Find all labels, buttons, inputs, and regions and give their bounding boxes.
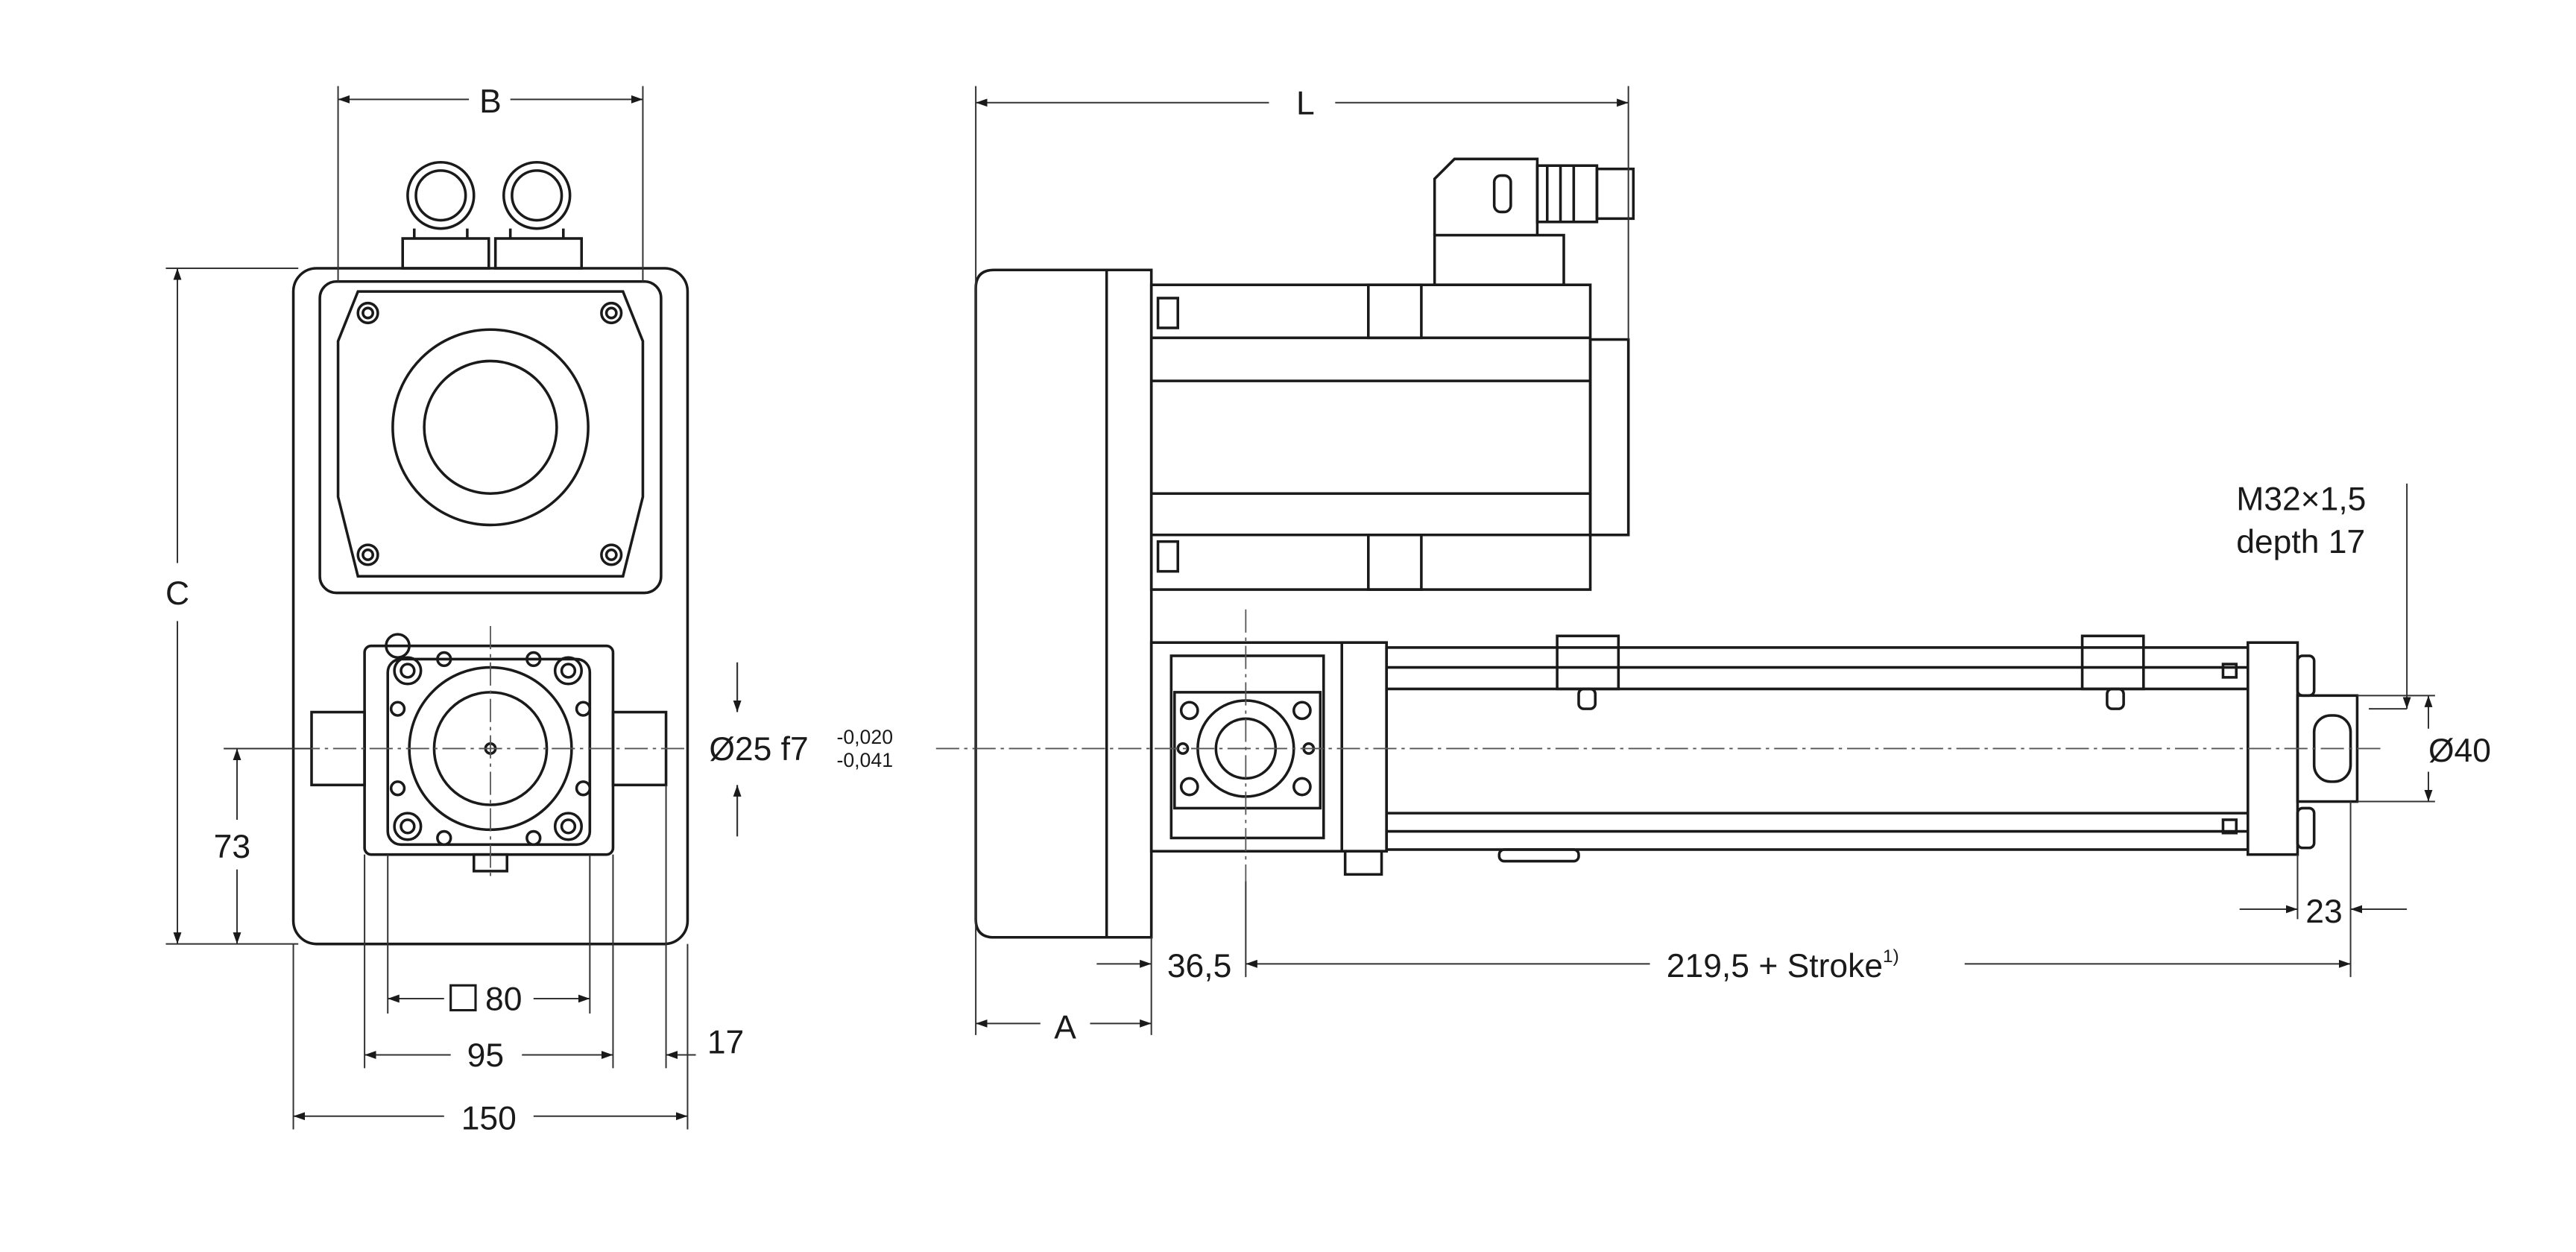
dim-80: 80 (485, 981, 522, 1018)
dim-B: B (479, 83, 502, 120)
rod-diameter-label: Ø40 (2428, 733, 2491, 769)
side-adapter (1149, 641, 1388, 876)
dim-C: C (165, 575, 189, 612)
front-view (291, 161, 689, 946)
side-motor (1149, 283, 1630, 591)
side-centerlines (935, 609, 2386, 882)
square-symbol-icon (449, 984, 477, 1012)
thread-spec-line1: M32×1,5 (2236, 481, 2366, 517)
dim-150: 150 (461, 1101, 517, 1137)
front-cable-glands (401, 161, 584, 270)
dim-36-5: 36,5 (1167, 948, 1232, 984)
side-connector (1433, 157, 1635, 286)
dim-95: 95 (467, 1037, 504, 1074)
dim-L: L (1296, 85, 1315, 121)
stroke-footnote: 1) (1883, 946, 1899, 967)
dim-73: 73 (214, 829, 250, 865)
dim-23: 23 (2305, 894, 2342, 930)
side-view (974, 157, 2359, 939)
dim-A: A (1054, 1009, 1076, 1046)
front-actuator-flange (310, 633, 668, 873)
dimension-lines (165, 86, 2435, 1130)
stroke-label: 219,5 + Stroke (1667, 948, 1883, 984)
shaft-tolerance-upper: -0,020 (836, 726, 893, 748)
front-base-plate (291, 267, 689, 946)
dim-stroke: 219,5 + Stroke1) (1667, 946, 1899, 984)
front-motor-housing (318, 280, 663, 595)
thread-spec-line2: depth 17 (2236, 524, 2365, 560)
dimension-labels: B C 73 80 95 150 17 Ø25 f7 -0,020 -0,041… (165, 83, 2491, 1136)
dim-square-80: 80 (449, 981, 522, 1018)
dim-17: 17 (707, 1024, 744, 1060)
side-gear-cover (974, 268, 1153, 939)
shaft-tolerance-lower: -0,041 (836, 749, 893, 771)
shaft-diameter-label: Ø25 f7 (709, 731, 808, 768)
